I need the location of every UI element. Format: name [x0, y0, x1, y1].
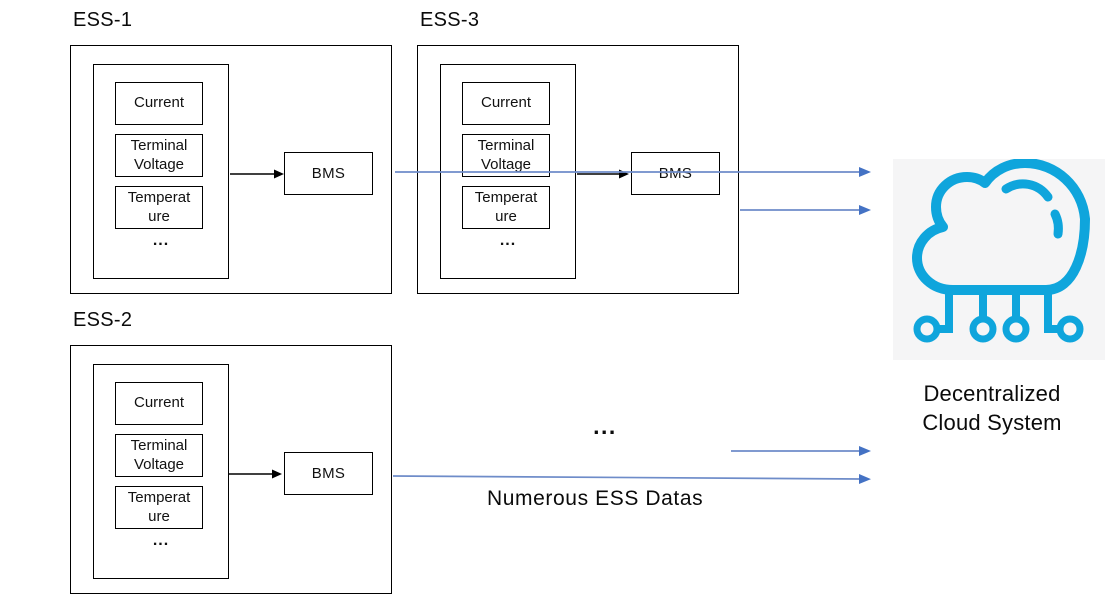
- ess2-unit: ESS-2 Current Terminal Voltage Temperatu…: [70, 309, 393, 595]
- ess2-terminal-voltage-box: Terminal Voltage: [115, 434, 203, 477]
- numerous-ess-datas-label: Numerous ESS Datas: [487, 487, 704, 510]
- ess2-outer-box: Current Terminal Voltage Temperature ...…: [70, 345, 392, 594]
- ess2-terminal-voltage-label: Terminal Voltage: [130, 436, 188, 473]
- ess1-outer-box: Current Terminal Voltage Temperature ...…: [70, 45, 392, 294]
- ess3-bms-box: BMS: [631, 152, 720, 195]
- ess1-current-box: Current: [115, 82, 203, 125]
- ess2-more-signals-ellipsis: ...: [152, 532, 170, 549]
- ess1-current-label: Current: [133, 94, 185, 112]
- ess2-current-box: Current: [115, 382, 203, 425]
- cloud-node-2: [969, 315, 997, 343]
- cloud-caption-line2: Cloud System: [922, 410, 1062, 435]
- cloud-swoosh-tick-icon: [1050, 209, 1063, 239]
- ess3-sensor-group-box: Current Terminal Voltage Temperature ...: [440, 64, 576, 279]
- ess1-sensor-group-box: Current Terminal Voltage Temperature ...: [93, 64, 229, 279]
- cloud-caption-line1: Decentralized: [923, 381, 1061, 406]
- ess1-bms-box: BMS: [284, 152, 373, 195]
- cloud-node-3: [1002, 315, 1030, 343]
- cloud-node-1: [913, 315, 941, 343]
- cloud-tile: [893, 158, 1105, 360]
- ess1-label: ESS-1: [73, 9, 133, 31]
- ess3-current-label: Current: [480, 94, 532, 112]
- cloud-outline: [912, 158, 1090, 295]
- ess1-more-signals-ellipsis: ...: [152, 232, 170, 249]
- arrow-ess2-to-cloud: [392, 473, 871, 484]
- cloud-caption: Decentralized Cloud System: [880, 379, 1104, 437]
- ess1-temperature-box: Temperature: [115, 186, 203, 229]
- ess1-terminal-voltage-label: Terminal Voltage: [130, 136, 188, 173]
- cloud-node-4: [1056, 315, 1084, 343]
- ess1-terminal-voltage-box: Terminal Voltage: [115, 134, 203, 177]
- ess2-temperature-label: Temperature: [127, 488, 191, 525]
- cloud-connector-1: [937, 290, 953, 333]
- ess3-current-box: Current: [462, 82, 550, 125]
- ess3-outer-box: Current Terminal Voltage Temperature ...…: [417, 45, 739, 294]
- ess3-temperature-box: Temperature: [462, 186, 550, 229]
- ess3-temperature-label: Temperature: [474, 188, 538, 225]
- ess1-unit: ESS-1 Current Terminal Voltage Temperatu…: [70, 9, 393, 295]
- cloud-swoosh-icon: [1001, 179, 1053, 202]
- more-ess-units-ellipsis: ...: [593, 413, 617, 439]
- ess3-label: ESS-3: [420, 9, 480, 31]
- ess3-terminal-voltage-label: Terminal Voltage: [477, 136, 535, 173]
- ess1-temperature-label: Temperature: [127, 188, 191, 225]
- ess2-bms-box: BMS: [284, 452, 373, 495]
- ess2-current-label: Current: [133, 394, 185, 412]
- ess2-label: ESS-2: [73, 309, 133, 331]
- cloud-connector-4: [1044, 290, 1060, 333]
- ess3-unit: ESS-3 Current Terminal Voltage Temperatu…: [417, 9, 740, 295]
- cloud-network-icon: [912, 158, 1090, 343]
- ess3-terminal-voltage-box: Terminal Voltage: [462, 134, 550, 177]
- ess2-temperature-box: Temperature: [115, 486, 203, 529]
- ess2-sensor-group-box: Current Terminal Voltage Temperature ...: [93, 364, 229, 579]
- ess3-more-signals-ellipsis: ...: [499, 232, 517, 249]
